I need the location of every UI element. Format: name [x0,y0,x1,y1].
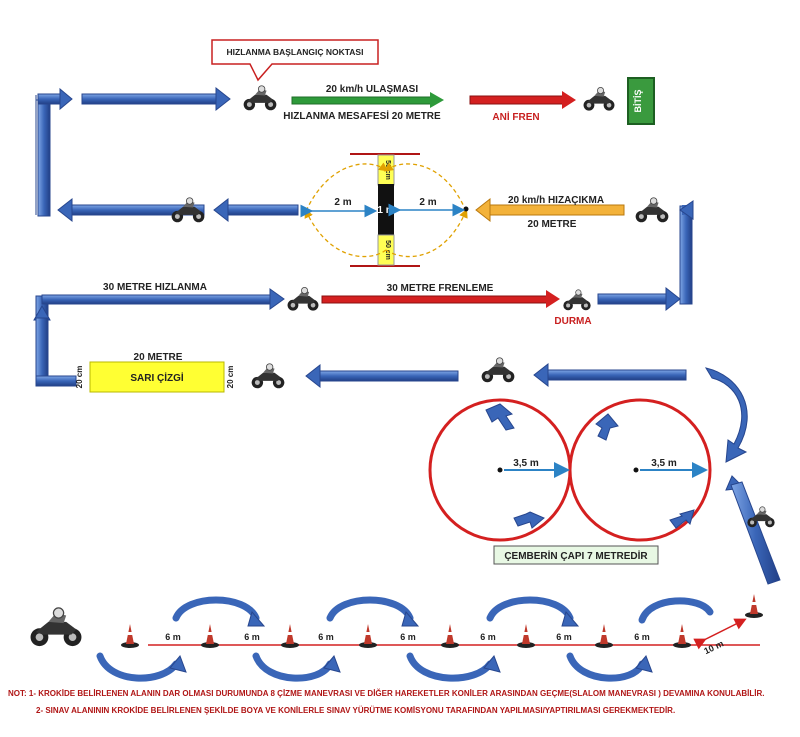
motorcycle-icon [481,357,515,383]
cone-row [121,594,763,648]
cone-icon [359,624,377,648]
motorcycle-icon [635,197,669,223]
circle-arrow-2 [595,413,619,441]
post-bottom-label: 50 cm [384,240,391,260]
circle-arrow-3 [513,511,545,529]
entry-orange-arrow [475,197,625,223]
slalom-arcs [96,596,714,682]
circle-arrow-1 [485,403,515,431]
diagonal-up-arrow [725,475,781,585]
entry-distance-label: 20 METRE [528,219,577,230]
finish-box: BİTİŞ [627,77,655,125]
motorcycle-icon [29,607,83,647]
cone-icon [595,624,613,648]
brake-label: ANİ FREN [492,110,539,123]
callout-box: HIZLANMA BAŞLANGIÇ NOKTASI [211,39,379,82]
accel-green-arrow [291,92,444,108]
svg-text:6 m: 6 m [634,632,650,642]
row4-right-arrow [533,362,687,388]
motorcycle-icon [287,287,319,311]
right-circle [568,398,712,542]
motorcycle-icon [583,87,615,111]
cone-icon [201,624,219,648]
entry-speed-label: 20 km/h HIZAÇIKMA [508,195,604,206]
right-loop-arrow-upper [679,200,694,305]
accel-distance-label: HIZLANMA MESAFESİ 20 METRE [283,109,441,122]
motorcycle-icon [562,289,592,311]
left-2m-label: 2 m [334,197,351,208]
row4-up-arrow [33,304,77,387]
brake-red-arrow [469,91,576,109]
slalom-path-dashed [304,162,468,258]
svg-text:6 m: 6 m [400,632,416,642]
row3-right-arrow [597,286,681,312]
circle-caption: ÇEMBERİN ÇAPI 7 METREDİR [504,549,648,562]
svg-text:6 m: 6 m [318,632,334,642]
left-radius-label: 3,5 m [513,458,539,469]
note-1: NOT: 1- KROKİDE BELİRLENEN ALANIN DAR OL… [8,689,765,698]
post-middle-label: 1 m [377,205,394,216]
row4-mid-arrow [305,363,459,389]
curve-arrow-right [704,367,748,463]
finish-label: BİTİŞ [633,89,643,112]
callout-text: HIZLANMA BAŞLANGIÇ NOKTASI [227,47,364,57]
right-2m-label: 2 m [419,197,436,208]
motorcycle-icon [243,85,277,111]
svg-text:6 m: 6 m [244,632,260,642]
row3-brake-red-arrow [321,290,560,308]
cone-icon [121,624,139,648]
yellow-line-left-side: 20 cm [75,366,84,389]
yellow-line-label: SARI ÇİZGİ [130,371,184,384]
svg-text:6 m: 6 m [165,632,181,642]
row1-blue-arrow [81,86,231,112]
svg-text:6 m: 6 m [480,632,496,642]
stop-label: DURMA [554,316,591,327]
top-left-corner-arrow [37,87,73,217]
yellow-line-top-label: 20 METRE [134,352,183,363]
yellow-line-right-side: 20 cm [226,366,235,389]
row2-mid-arrow [213,197,299,223]
cone-icon [441,624,459,648]
accel-speed-label: 20 km/h ULAŞMASI [326,84,418,95]
note-2: 2- SINAV ALANININ KROKİDE BELİRLENEN ŞEK… [36,706,676,715]
right-radius-label: 3,5 m [651,458,677,469]
yellow-line-box [89,361,225,393]
cone-icon [517,624,535,648]
cone-icon [673,624,691,648]
row3-accel-label: 30 METRE HIZLANMA [103,282,207,293]
circle-caption-box [493,545,659,565]
row2-left-arrow [57,197,205,223]
cone-icon [745,594,763,618]
slalom-arrowheads [169,610,653,673]
svg-text:6 m: 6 m [556,632,572,642]
circle-arrow-4 [669,509,695,529]
row3-brake-label: 30 METRE FRENLEME [387,283,494,294]
cone-icon [281,624,299,648]
row3-accel-arrow [41,288,285,310]
end-distance-label: 10 m [702,638,725,656]
motorcycle-icon [251,363,285,389]
